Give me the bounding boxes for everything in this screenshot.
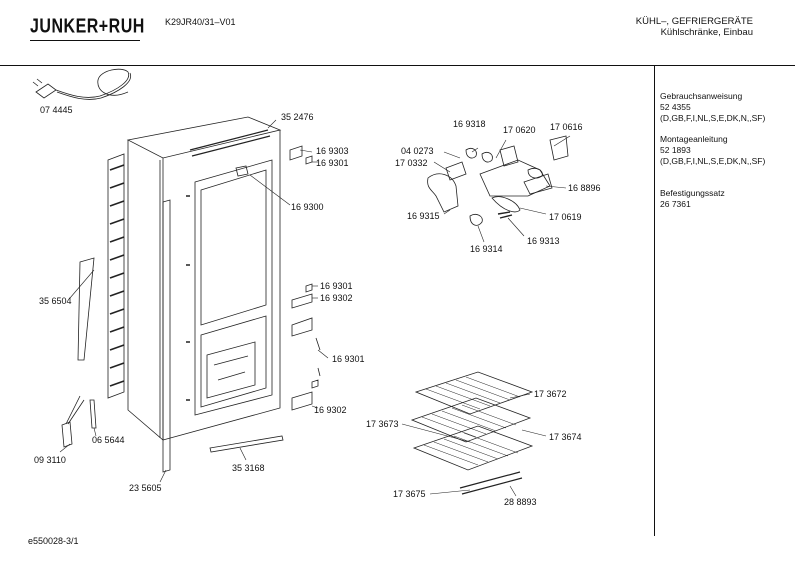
hinge-parts-drawing [289, 145, 321, 411]
model-number: K29JR40/31–V01 [165, 17, 236, 27]
doc-number: 52 4355 [660, 102, 691, 112]
seal-strip-drawing [77, 257, 95, 361]
part-040273-label: 04 0273 [401, 146, 434, 156]
part-173674-label: 17 3674 [549, 432, 582, 442]
power-cord-drawing [32, 68, 132, 100]
part-169318-label: 16 9318 [453, 119, 486, 129]
doc-languages: (D,GB,F,I,NL,S,E,DK,N,,SF) [660, 113, 766, 123]
drawing-code: e550028-3/1 [28, 536, 79, 546]
part-169302-label: 16 9302 [320, 293, 353, 303]
part-356504-label: 35 6504 [39, 296, 72, 306]
part-168896-label: 16 8896 [568, 183, 601, 193]
doc-languages: (D,GB,F,I,NL,S,E,DK,N,,SF) [660, 156, 766, 166]
bottom-strip-drawing [209, 435, 284, 453]
part-169300-label: 16 9300 [291, 202, 324, 212]
part-093110-label: 09 3110 [34, 455, 66, 465]
part-170332-label: 17 0332 [395, 158, 428, 168]
door-trim-drawing [162, 199, 171, 473]
part-170616-label: 17 0616 [550, 122, 583, 132]
part-170619-label: 17 0619 [549, 212, 582, 222]
fridge-cabinet-drawing [107, 116, 282, 441]
wire-shelves-drawing [410, 371, 534, 495]
doc-title: Montageanleitung [660, 134, 728, 144]
header-divider [0, 65, 795, 66]
part-173672-label: 17 3672 [534, 389, 567, 399]
category-title: KÜHL–, GEFRIERGERÄTE [635, 16, 753, 27]
light-assembly-drawing [427, 135, 569, 226]
part-352476-label: 35 2476 [281, 112, 314, 122]
part-169315-label: 16 9315 [407, 211, 440, 221]
doc-title: Gebrauchsanweisung [660, 91, 743, 101]
sidebar-document-fixing-kit: Befestigungssatz 26 7361 [660, 188, 725, 210]
sidebar-document-installation: Montageanleitung 52 1893 (D,GB,F,I,NL,S,… [660, 134, 765, 167]
part-353168-label: 35 3168 [232, 463, 265, 473]
part-169313-label: 16 9313 [527, 236, 560, 246]
part-173675-label: 17 3675 [393, 489, 426, 499]
part-074445-label: 07 4445 [40, 105, 73, 115]
thermometer-drawing [61, 395, 97, 448]
leader-lines [59, 119, 571, 497]
part-288893-label: 28 8893 [504, 497, 537, 507]
brand-logo: JUNKER+RUH [30, 16, 145, 38]
part-169303-label: 16 9303 [316, 146, 349, 156]
sidebar-divider [654, 65, 655, 536]
doc-title: Befestigungssatz [660, 188, 725, 198]
doc-number: 26 7361 [660, 199, 691, 209]
part-169301-label: 16 9301 [316, 158, 349, 168]
brand-underline [30, 40, 140, 41]
part-173673-label: 17 3673 [366, 419, 399, 429]
part-065644-label: 06 5644 [92, 435, 125, 445]
part-169301-label: 16 9301 [320, 281, 353, 291]
category-subtitle: Kühlschränke, Einbau [660, 27, 753, 38]
part-169301-label: 16 9301 [332, 354, 365, 364]
part-169302-label: 16 9302 [314, 405, 347, 415]
doc-number: 52 1893 [660, 145, 691, 155]
part-235605-label: 23 5605 [129, 483, 162, 493]
part-170620-label: 17 0620 [503, 125, 536, 135]
part-169314-label: 16 9314 [470, 244, 503, 254]
sidebar-document-user-manual: Gebrauchsanweisung 52 4355 (D,GB,F,I,NL,… [660, 91, 765, 124]
